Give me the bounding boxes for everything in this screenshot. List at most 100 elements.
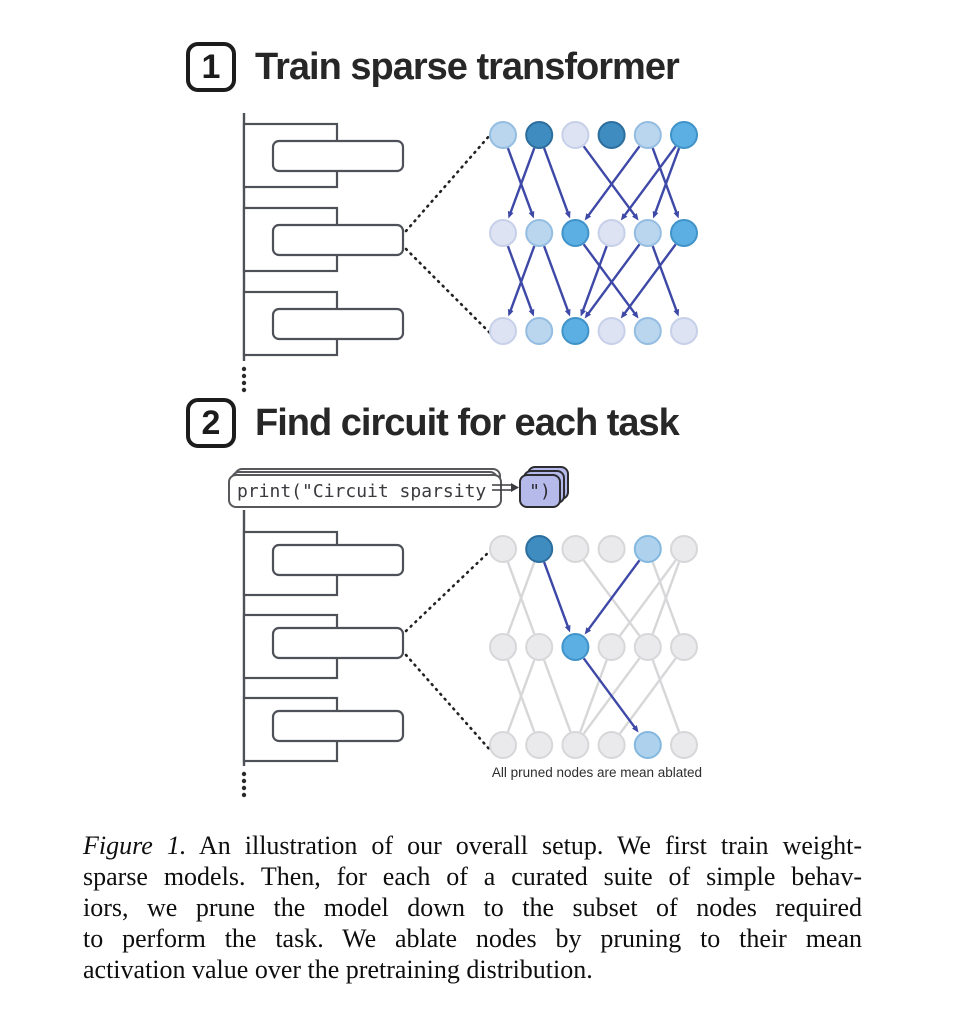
network-node	[670, 219, 698, 247]
step-2-title: Find circuit for each task	[255, 401, 680, 444]
pruned-circuit-network-diagram	[489, 535, 698, 759]
zoom-dotted-line	[404, 133, 492, 233]
network-node	[489, 121, 517, 149]
ellipsis-dot	[241, 771, 247, 777]
network-node	[525, 633, 554, 661]
network-edge	[507, 245, 536, 317]
mlp-block	[271, 307, 405, 341]
network-node	[633, 121, 662, 149]
network-node	[525, 121, 554, 149]
network-edge	[542, 245, 571, 317]
step-1-number: 1	[201, 47, 221, 86]
step-2-number: 2	[201, 403, 221, 442]
network-edge	[620, 243, 677, 319]
network-edge	[579, 659, 608, 733]
network-node	[670, 317, 698, 345]
figure-caption: Figure 1. An illustration of our overall…	[83, 830, 862, 985]
prompt-code-text: print("Circuit sparsity	[237, 480, 487, 502]
zoom-dotted-line	[404, 247, 492, 335]
step-1-badge: 1	[186, 42, 236, 92]
network-node	[525, 535, 554, 563]
ellipsis-dot	[241, 792, 247, 798]
zoom-dotted-line	[404, 653, 492, 752]
network-edge	[542, 147, 571, 219]
ablation-note: All pruned nodes are mean ablated	[491, 765, 703, 780]
network-node	[670, 633, 698, 661]
caption-text: An illustration of our overall setup. We…	[198, 831, 862, 860]
network-node	[525, 731, 554, 759]
mlp-block	[271, 626, 405, 660]
network-node	[633, 535, 662, 563]
ellipsis-dot	[241, 366, 247, 372]
ellipsis-dot	[241, 387, 247, 393]
caption-line: activation value over the pretraining di…	[83, 955, 593, 984]
network-node	[561, 633, 590, 661]
network-edge	[582, 145, 639, 221]
network-node	[561, 317, 590, 345]
network-node	[489, 535, 517, 563]
network-node	[597, 219, 626, 247]
network-node	[525, 317, 554, 345]
network-edge	[651, 659, 681, 733]
network-node	[670, 121, 698, 149]
network-node	[561, 731, 590, 759]
mlp-block	[271, 223, 405, 257]
network-edge	[542, 659, 572, 733]
network-edge	[652, 147, 681, 219]
network-edge	[542, 561, 571, 633]
network-node	[597, 731, 626, 759]
network-node	[597, 121, 626, 149]
step-2-badge: 2	[186, 398, 236, 448]
step-1-title: Train sparse transformer	[255, 45, 680, 88]
network-edge	[651, 245, 680, 317]
network-node	[561, 219, 590, 247]
network-node	[489, 219, 517, 247]
network-node	[670, 535, 698, 563]
network-edge	[584, 559, 641, 635]
transformer-stack-diagram-1	[241, 113, 492, 393]
network-edge	[584, 145, 641, 221]
caption-line: iors, we prune the model down to the sub…	[83, 893, 862, 922]
network-node	[489, 633, 517, 661]
network-edge	[582, 243, 639, 319]
network-node	[633, 633, 662, 661]
double-arrow-icon	[492, 483, 519, 492]
network-edge	[580, 245, 608, 317]
network-node	[633, 219, 662, 247]
ellipsis-dot	[241, 373, 247, 379]
step-2-header: 2 Find circuit for each task	[186, 398, 680, 448]
mlp-block	[271, 139, 405, 173]
network-edge	[506, 659, 536, 733]
transformer-stack-diagram-2	[241, 510, 492, 798]
prompt-code-box: print("Circuit sparsity	[228, 474, 502, 508]
ellipsis-dot	[241, 785, 247, 791]
network-edge	[506, 147, 535, 219]
network-node	[633, 317, 662, 345]
network-edge	[618, 559, 677, 637]
network-node	[489, 317, 517, 345]
network-node	[670, 731, 698, 759]
network-edge	[584, 243, 641, 319]
network-node	[597, 535, 626, 563]
mlp-block	[271, 709, 405, 743]
network-edge	[582, 657, 639, 733]
caption-line: Figure 1. An illustration of our overall…	[83, 830, 862, 861]
caption-label: Figure 1.	[83, 831, 187, 860]
mlp-block	[271, 543, 405, 577]
network-edge	[618, 657, 677, 735]
network-node	[561, 535, 590, 563]
caption-line: sparse models. Then, for each of a curat…	[83, 862, 862, 891]
network-edge	[651, 561, 681, 635]
completion-text: ")	[529, 480, 551, 502]
network-node	[597, 633, 626, 661]
trained-network-diagram	[489, 121, 698, 345]
network-edge	[651, 147, 680, 219]
network-node	[633, 731, 662, 759]
completion-box: ")	[519, 474, 561, 508]
ellipsis-dot	[241, 380, 247, 386]
network-node	[489, 731, 517, 759]
network-node	[561, 121, 590, 149]
zoom-dotted-line	[404, 549, 492, 633]
network-node	[597, 317, 626, 345]
